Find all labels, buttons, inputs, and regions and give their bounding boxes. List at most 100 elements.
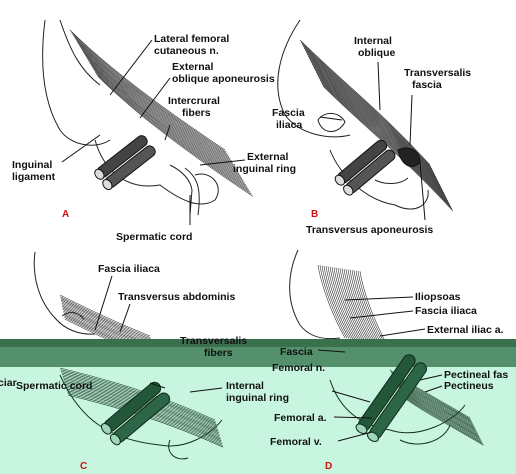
muscle-fiber-stroke <box>92 67 248 188</box>
label-intercrural-line1: Intercrural <box>168 95 220 107</box>
muscle-fiber-stroke <box>314 69 446 196</box>
label-intercrural-line2: fibers <box>182 107 211 119</box>
muscle-fiber-stroke <box>97 75 253 197</box>
label-transversalis-line1: Transversalis <box>404 67 471 79</box>
muscle-fiber-stroke <box>357 270 386 345</box>
muscle-fiber-stroke <box>320 81 452 208</box>
label-inguinal-ligament-line1: Inguinal <box>12 159 52 171</box>
muscle-fiber-stroke <box>315 71 447 198</box>
muscle-fiber-stroke <box>311 63 443 190</box>
panel-d-drawing <box>289 249 426 345</box>
muscle-fiber-stroke <box>337 267 366 342</box>
muscle-fiber-stroke <box>353 270 382 344</box>
muscle-fiber-stroke <box>345 269 374 343</box>
muscle-fiber-stroke <box>331 267 360 341</box>
label-spermatic-cord-c: Spermatic cord <box>16 380 92 392</box>
muscle-fiber-stroke <box>69 29 226 151</box>
label-transversus-abdominis: Transversus abdominis <box>118 291 235 303</box>
label-fascia-iliaca-c: Fascia iliaca <box>98 263 160 275</box>
muscle-fiber-stroke <box>94 71 251 193</box>
panel-letter-a: A <box>62 209 69 220</box>
label-femoral-nerve: Femoral n. <box>272 362 325 374</box>
muscle-fiber-stroke <box>322 85 454 212</box>
muscle-fiber-stroke <box>76 40 232 162</box>
muscle-fiber-stroke <box>359 271 388 345</box>
muscle-fiber-stroke <box>300 41 432 168</box>
muscle-fiber-stroke <box>335 267 364 341</box>
muscle-fiber-stroke <box>317 264 346 339</box>
muscle-fiber-stroke <box>312 65 444 192</box>
label-lateral-femoral-line1: Lateral femoral <box>154 33 229 45</box>
muscle-fiber-stroke <box>327 266 356 340</box>
muscle-fiber-stroke <box>86 58 243 179</box>
label-internal-ring-line1: Internal <box>226 380 264 392</box>
muscle-fiber-stroke <box>96 73 252 195</box>
muscle-fiber-stroke <box>343 268 372 343</box>
muscle-fiber-stroke <box>347 269 376 343</box>
muscle-fiber-stroke <box>351 270 380 344</box>
muscle-fiber-stroke <box>89 62 245 184</box>
label-transversalis-c-line1: Transversalis <box>180 335 247 347</box>
muscle-fiber-stroke <box>319 79 451 206</box>
muscle-fiber-stroke <box>90 64 247 186</box>
muscle-fiber-stroke <box>355 270 384 344</box>
label-transversus-aponeurosis: Transversus aponeurosis <box>306 224 433 236</box>
muscle-fiber-stroke <box>317 75 449 202</box>
panel-c-lower-drawing <box>59 367 224 460</box>
panel-letter-b: B <box>311 209 318 220</box>
panel-d-lower-drawing <box>317 349 484 446</box>
muscle-fiber-stroke <box>60 297 151 340</box>
muscle-fiber-stroke <box>71 31 227 153</box>
muscle-fiber-stroke <box>60 369 216 422</box>
label-spermatic-cord-a: Spermatic cord <box>116 231 192 243</box>
label-transversalis-line2: fascia <box>412 79 442 91</box>
muscle-fiber-stroke <box>61 372 217 426</box>
muscle-fiber-stroke <box>307 55 439 182</box>
muscle-fiber-stroke <box>80 47 236 168</box>
muscle-fiber-stroke <box>321 265 350 339</box>
label-inguinal-ligament-line2: ligament <box>12 171 56 183</box>
label-external-ring-line1: External <box>247 151 289 163</box>
muscle-fiber-stroke <box>299 39 431 166</box>
muscle-fiber-stroke <box>82 51 239 173</box>
label-fascia-d: Fascia <box>280 346 313 358</box>
label-internal-oblique-line1: Internal <box>354 35 392 47</box>
muscle-fiber-stroke <box>402 395 483 444</box>
muscle-fiber-stroke <box>65 386 221 440</box>
muscle-fiber-stroke <box>93 69 249 190</box>
muscle-fiber-stroke <box>394 379 475 428</box>
label-fascia-cut-c: ciar <box>0 377 17 389</box>
muscle-fiber-stroke <box>60 296 151 338</box>
label-pectineus: Pectineus <box>444 380 494 392</box>
label-femoral-artery: Femoral a. <box>274 412 327 424</box>
muscle-fiber-stroke <box>316 73 448 200</box>
muscle-fiber-stroke <box>401 393 483 443</box>
muscle-fiber-stroke <box>77 42 234 164</box>
label-fascia-iliaca-b-line2: iliaca <box>276 119 302 131</box>
panel-letter-d: D <box>325 461 332 472</box>
muscle-fiber-stroke <box>81 49 238 171</box>
muscle-fiber-stroke <box>73 36 230 157</box>
label-femoral-vein: Femoral v. <box>270 436 322 448</box>
muscle-fiber-stroke <box>318 77 450 204</box>
label-fascia-iliaca-b-line1: Fascia <box>272 107 305 119</box>
panel-a-drawing <box>42 19 253 225</box>
label-iliopsoas: Iliopsoas <box>415 291 461 303</box>
muscle-fiber-stroke <box>349 269 378 343</box>
muscle-fiber-stroke <box>309 59 441 186</box>
label-external-oblique-line1: External <box>172 61 214 73</box>
label-fascia-iliaca-d: Fascia iliaca <box>415 305 477 317</box>
muscle-fiber-stroke <box>75 38 231 160</box>
label-pectineal-fascia: Pectineal fas <box>444 369 508 381</box>
muscle-fiber-stroke <box>308 57 440 184</box>
panel-letter-c: C <box>80 461 87 472</box>
label-internal-ring-line2: inguinal ring <box>226 392 289 404</box>
muscle-fiber-stroke <box>319 265 348 339</box>
muscle-fiber-stroke <box>339 268 368 342</box>
muscle-fiber-stroke <box>403 396 484 446</box>
muscle-fiber-stroke <box>60 370 217 424</box>
muscle-fiber-stroke <box>313 67 445 194</box>
muscle-fiber-stroke <box>329 266 358 340</box>
